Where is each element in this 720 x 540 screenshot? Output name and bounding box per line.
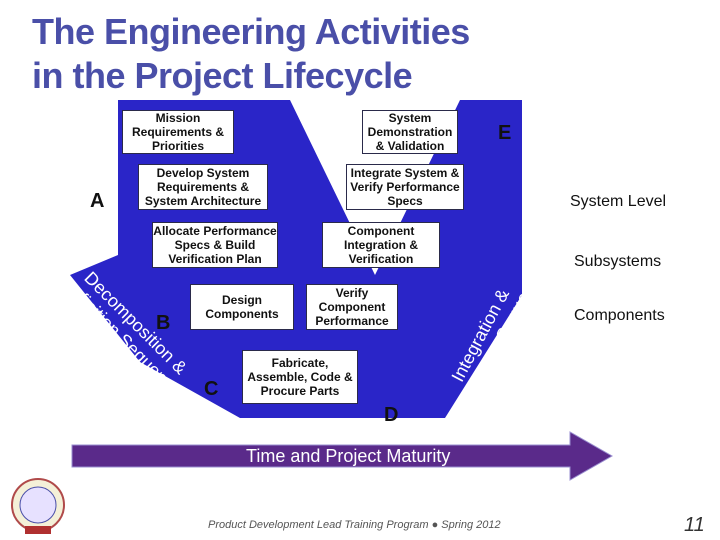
level-components: Components [574, 307, 665, 324]
box-verify-component-performance: Verify Component Performance [306, 284, 398, 330]
page-title: The Engineering Activities in the Projec… [32, 10, 470, 98]
level-subsystems: Subsystems [574, 253, 662, 270]
lab-seal-icon [11, 478, 65, 534]
box-allocate-performance-specs: Allocate Performance Specs & Build Verif… [152, 222, 278, 268]
box-design-components: Design Components [190, 284, 294, 330]
letter-e: E [498, 122, 512, 144]
letter-c: C [204, 378, 219, 400]
box-develop-system-requirements: Develop System Requirements & System Arc… [138, 164, 268, 210]
box-component-integration: Component Integration & Verification [322, 222, 440, 268]
letter-d: D [384, 404, 399, 426]
box-system-demonstration: System Demonstration & Validation [362, 110, 458, 154]
level-system: System Level [570, 193, 667, 210]
box-integrate-system: Integrate System & Verify Performance Sp… [346, 164, 464, 210]
title-line-2: in the Project Lifecycle [32, 55, 413, 96]
letter-b: B [156, 312, 171, 334]
time-maturity-label: Time and Project Maturity [246, 446, 451, 466]
title-line-1: The Engineering Activities [32, 11, 470, 52]
footer-text: Product Development Lead Training Progra… [208, 519, 501, 531]
box-mission-requirements: Mission Requirements & Priorities [122, 110, 234, 154]
letter-a: A [90, 190, 105, 212]
page-number: 11 [684, 514, 705, 536]
box-fabricate: Fabricate, Assemble, Code & Procure Part… [242, 350, 358, 404]
time-arrow [71, 431, 614, 481]
